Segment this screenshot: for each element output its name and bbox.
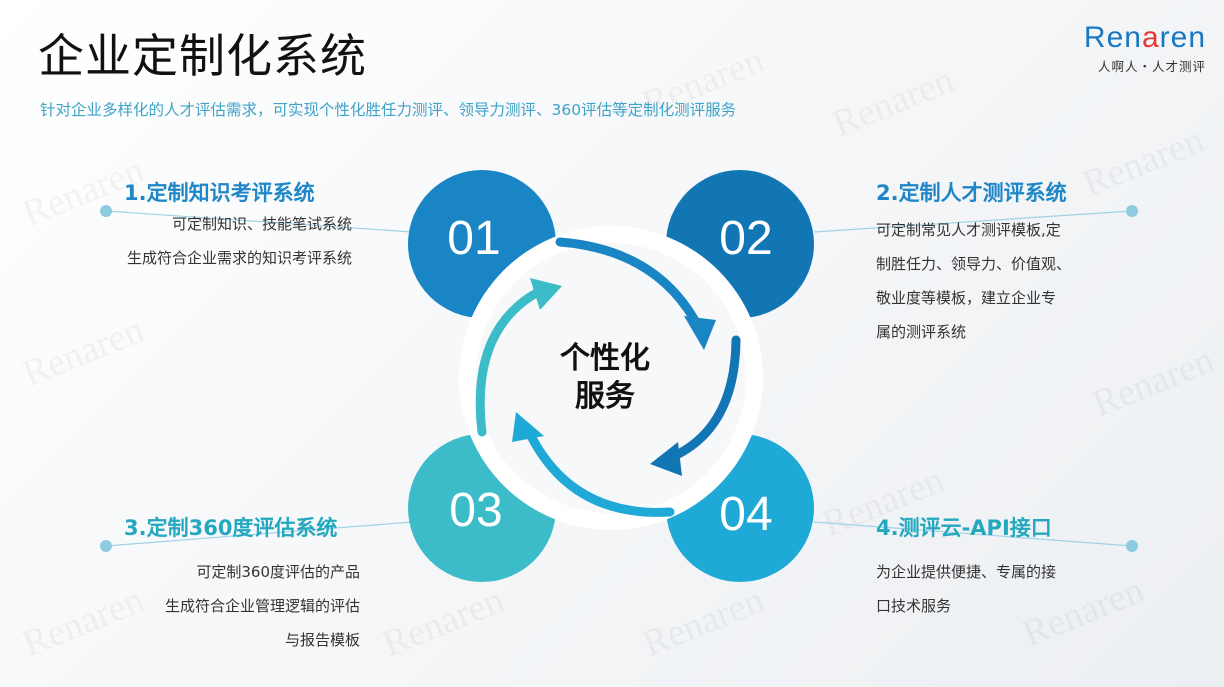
- center-label: 个性化 服务: [560, 341, 650, 414]
- connector-dot-02: [1126, 205, 1138, 217]
- circle-number-02: 02: [719, 212, 772, 265]
- arrow-bottom: [523, 425, 675, 517]
- item-heading-01: 1.定制知识考评系统: [124, 181, 315, 205]
- logo-tagline: 人啊人・人才测评: [1097, 59, 1206, 74]
- connector-dot-01: [100, 205, 112, 217]
- connector-line-04: [813, 521, 1133, 547]
- connector-dot-03: [100, 540, 112, 552]
- item-heading-04: 4.测评云-API接口: [876, 516, 1052, 540]
- arrow-left: [475, 287, 543, 437]
- arrow-top: [555, 237, 705, 335]
- connector-line-01: [105, 210, 413, 233]
- brand-logo: Renaren 人啊人・人才测评: [1084, 22, 1206, 75]
- item-heading-03: 3.定制360度评估系统: [124, 516, 338, 540]
- page-subtitle: 针对企业多样化的人才评估需求，可实现个性化胜任力测评、领导力测评、360评估等定…: [40, 101, 737, 119]
- circle-number-01: 01: [447, 212, 500, 265]
- arrow-right: [665, 335, 741, 463]
- logo-wordmark: Renaren: [1083, 21, 1206, 54]
- circle-number-03: 03: [449, 484, 502, 537]
- item-desc-01: 可定制知识、技能笔试系统 生成符合企业需求的知识考评系统: [126, 215, 352, 267]
- arrow-bottom-head: [512, 412, 544, 442]
- connector-line-02: [813, 210, 1133, 233]
- center-inner: [476, 243, 746, 513]
- item-desc-04: 为企业提供便捷、专属的接 口技术服务: [876, 563, 1057, 615]
- page-title: 企业定制化系统: [38, 29, 367, 83]
- item-heading-02: 2.定制人才测评系统: [876, 181, 1067, 205]
- item-desc-02: 可定制常见人才测评模板,定 制胜任力、领导力、价值观、 敬业度等模板，建立企业专…: [876, 221, 1072, 341]
- connector-dot-04: [1126, 540, 1138, 552]
- connector-line-03: [105, 521, 413, 547]
- arrow-top-head: [684, 316, 716, 350]
- arrow-right-head: [650, 442, 682, 476]
- circle-number-04: 04: [719, 488, 772, 541]
- item-desc-03: 可定制360度评估的产品 生成符合企业管理逻辑的评估 与报告模板: [164, 563, 360, 649]
- arrow-left-head: [530, 278, 562, 310]
